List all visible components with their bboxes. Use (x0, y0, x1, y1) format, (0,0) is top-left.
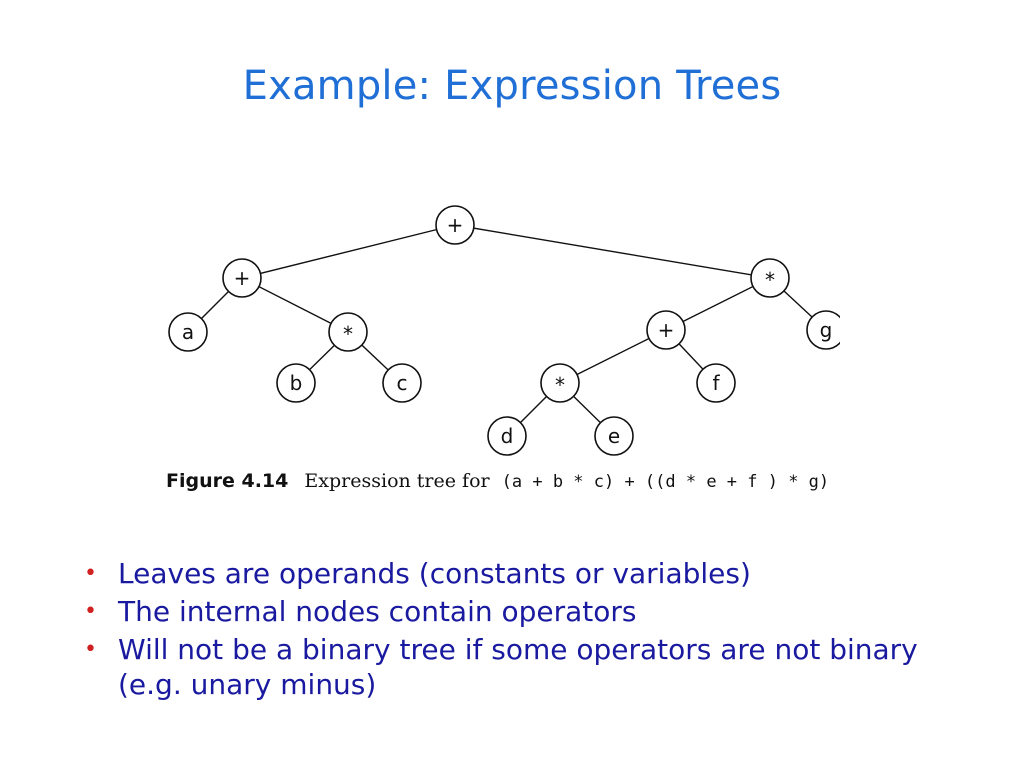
tree-node-label: * (555, 373, 565, 397)
bullet-text: Will not be a binary tree if some operat… (118, 633, 918, 701)
tree-node: b (276, 363, 316, 403)
tree-node-label: g (820, 318, 833, 342)
bullet-text: The internal nodes contain operators (118, 595, 637, 628)
tree-node-label: a (182, 320, 194, 344)
figure-caption-expression: (a + b * c) + ((d * e + f ) * g) (501, 472, 830, 492)
tree-node: c (382, 363, 422, 403)
tree-edges (187, 224, 827, 437)
tree-node: + (222, 258, 262, 298)
tree-node: a (168, 312, 208, 352)
tree-node-circle (806, 310, 840, 350)
tree-node-circle (276, 363, 316, 403)
tree-node-circle (487, 416, 527, 456)
tree-node-circle (382, 363, 422, 403)
bullet-dot-icon: • (84, 637, 97, 662)
figure-number: Figure 4.14 (166, 470, 289, 492)
tree-node-label: c (397, 371, 408, 395)
tree-node-circle (328, 312, 368, 352)
tree-edge (241, 277, 349, 333)
tree-node: f (696, 363, 736, 403)
tree-node-label: b (290, 371, 303, 395)
tree-node-circle (435, 205, 475, 245)
bullet-text: Leaves are operands (constants or variab… (118, 557, 751, 590)
tree-node: + (646, 310, 686, 350)
tree-node-circle (696, 363, 736, 403)
bullet-dot-icon: • (84, 561, 97, 586)
tree-node-circle (594, 416, 634, 456)
tree-node: * (750, 258, 790, 298)
slide-title: Example: Expression Trees (242, 62, 782, 109)
bullet-item: • Leaves are operands (constants or varia… (80, 556, 960, 591)
bullet-dot-icon: • (84, 599, 97, 624)
tree-node: * (540, 363, 580, 403)
tree-nodes: + + * a * b c + g * f d e (168, 205, 840, 456)
tree-node-circle (168, 312, 208, 352)
tree-node-label: + (658, 318, 675, 342)
tree-node-circle (750, 258, 790, 298)
tree-node: + (435, 205, 475, 245)
tree-node-circle (222, 258, 262, 298)
tree-node: g (806, 310, 840, 350)
tree-node-label: f (712, 371, 720, 395)
expression-tree-diagram: + + * a * b c + g * f d e (168, 205, 840, 456)
tree-edge (454, 224, 771, 279)
tree-node-circle (540, 363, 580, 403)
tree-node: d (487, 416, 527, 456)
tree-node: e (594, 416, 634, 456)
figure-caption-text: Expression tree for (304, 470, 490, 492)
figure-caption: Figure 4.14 Expression tree for (a + b *… (166, 470, 829, 492)
bullet-item: • Will not be a binary tree if some opera… (80, 632, 960, 702)
bullet-list: • Leaves are operands (constants or varia… (80, 556, 960, 705)
tree-node-label: * (343, 322, 353, 346)
bullet-item: • The internal nodes contain operators (80, 594, 960, 629)
tree-node-label: + (447, 213, 464, 237)
tree-edge (241, 224, 456, 279)
tree-node: * (328, 312, 368, 352)
tree-node-label: + (234, 266, 251, 290)
tree-node-label: * (765, 268, 775, 292)
tree-node-label: e (608, 424, 620, 448)
tree-node-circle (646, 310, 686, 350)
tree-node-label: d (501, 424, 514, 448)
expression-tree-figure: + + * a * b c + g * f d e Figure 4.14 Expression tre… (120, 175, 840, 505)
